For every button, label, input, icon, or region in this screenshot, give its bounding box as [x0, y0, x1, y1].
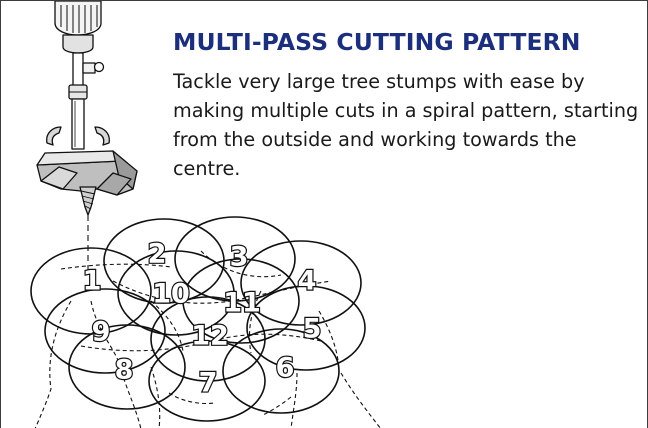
cut-circle-6 [222, 328, 340, 414]
panel-heading: MULTI-PASS CUTTING PATTERN [173, 28, 581, 56]
cut-circle-10 [117, 250, 235, 336]
panel-description: Tackle very large tree stumps with ease … [173, 70, 639, 180]
cut-circle-9 [44, 288, 166, 374]
cut-number-12: 12 [191, 321, 229, 352]
cut-number-3: 3 [230, 242, 249, 273]
cut-number-6: 6 [276, 353, 295, 384]
cut-numbers: 1 2 3 4 5 6 7 8 9 10 11 12 [81, 237, 322, 399]
cut-number-2: 2 [148, 239, 167, 270]
cut-number-4: 4 [298, 266, 317, 297]
cut-circle-12 [150, 296, 266, 382]
cut-circle-5 [246, 285, 366, 371]
cut-circle-3 [174, 216, 296, 302]
cut-circle-8 [68, 324, 186, 410]
cut-number-5: 5 [303, 314, 322, 345]
cut-number-8: 8 [115, 355, 134, 386]
cut-number-9: 9 [92, 317, 111, 348]
cut-number-1: 1 [83, 266, 102, 297]
cut-number-7: 7 [199, 368, 218, 399]
cut-number-11: 11 [223, 288, 261, 319]
cut-circle-7 [148, 340, 266, 422]
cut-number-10: 10 [152, 279, 190, 310]
cut-circles [30, 216, 366, 422]
cut-circle-4 [240, 240, 362, 326]
auger-drill-bit-icon [36, 1, 138, 216]
